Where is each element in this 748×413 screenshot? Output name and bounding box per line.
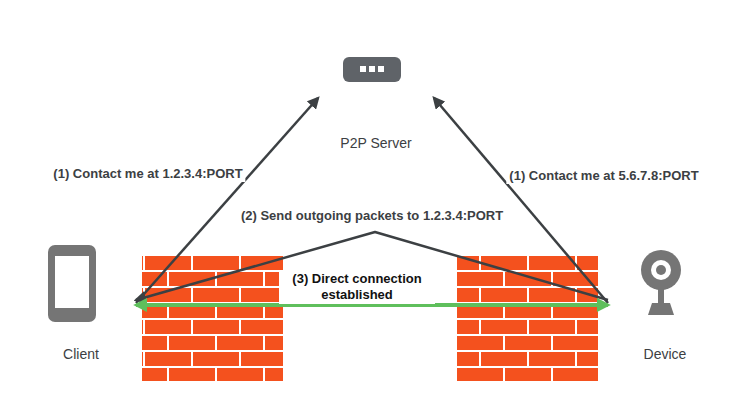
edge-label: (1) Contact me at 1.2.3.4:PORT (50, 165, 245, 182)
edge-label: (2) Send outgoing packets to 1.2.3.4:POR… (238, 207, 506, 224)
edge-label: (3) Direct connection established (279, 270, 435, 304)
node-label: Client (26, 346, 136, 362)
edge-label: (1) Contact me at 5.6.7.8:PORT (506, 167, 701, 184)
node-label: P2P Server (318, 135, 434, 151)
device-node: Device (608, 240, 722, 368)
firewall-right (457, 255, 598, 381)
server-node: P2P Server (318, 50, 434, 155)
client-node: Client (26, 240, 136, 368)
signal-arrow (434, 98, 608, 303)
node-label: Device (608, 346, 722, 362)
